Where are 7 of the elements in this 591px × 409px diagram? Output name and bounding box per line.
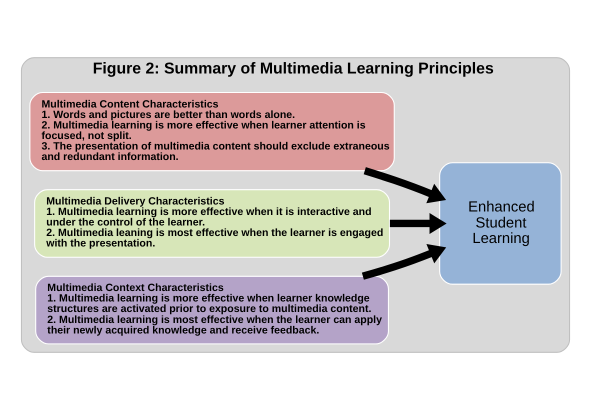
node-box: Multimedia Content Characteristics 1. Words and pictures are better than words alone. 2. Multimedia learning is more effective when learner attention is focused, not split. 3. The presentation of multimedia content should exclude extraneous and redundant information. xyxy=(29,92,395,171)
arrow xyxy=(362,244,446,280)
arrow xyxy=(364,166,446,203)
node-box: Multimedia Delivery Characteristics 1. Multimedia learning is more effective when it is interactive and under the control of the learner. 2. Multimedia leaning is most effective when the learner is engaged with the presentation. xyxy=(34,188,390,258)
arrow xyxy=(390,212,447,234)
node-box: Multimedia Context Characteristics 1. Multimedia learning is more effective when learner knowledge structures are activated prior to exposure to multimedia content. 2. Multimedia learning is most effective when the learner can apply their newly acquired knowledge and receive feedback. xyxy=(35,275,389,344)
node-box: Enhanced Student Learning xyxy=(439,162,562,284)
